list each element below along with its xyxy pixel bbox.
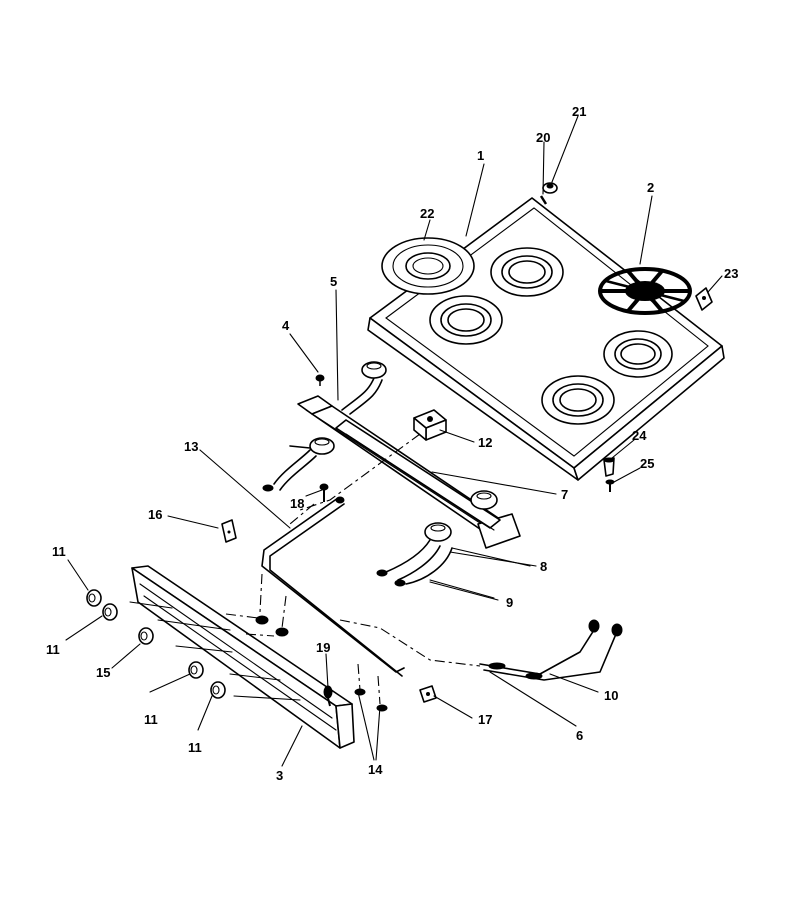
callout-15: 15 [96,665,110,680]
control-knob [188,661,204,679]
screw-part-20 [539,195,548,205]
callout-19: 19 [316,640,330,655]
callout-12: 12 [478,435,492,450]
callout-2: 2 [647,180,654,195]
assembly-guide-line [289,503,315,525]
manifold-pipe [261,496,405,677]
clip-part-17 [419,685,437,703]
burner-head-front-left [262,437,335,492]
callout-8: 8 [540,559,547,574]
callout-5: 5 [330,274,337,289]
callout-4: 4 [282,318,290,333]
igniter-module [413,409,447,441]
callout-7: 7 [561,487,568,502]
switch-part-19 [323,685,333,707]
callout-18: 18 [290,496,304,511]
screw-part-25 [605,479,615,492]
control-knob [86,589,102,607]
burner-head-front-right [424,522,452,542]
burner-head-rear-left [341,361,387,415]
bracket-part-23 [695,287,713,311]
cap-part-21 [542,182,558,194]
callout-11-d: 11 [188,740,202,755]
callout-1: 1 [477,148,484,163]
callout-3: 3 [276,768,283,783]
burner-head-rear-right [470,490,498,510]
burner-opening-front-right [541,375,615,425]
trim-ring [381,237,475,295]
callout-labels: 1 2 3 4 5 6 7 8 9 10 11 11 11 11 12 13 1… [46,104,738,783]
callout-11-b: 11 [46,642,60,657]
screw-part-4 [315,374,325,386]
callout-20: 20 [536,130,550,145]
callout-21: 21 [572,104,586,119]
leader-lines [65,115,723,767]
callout-22: 22 [420,206,434,221]
bracket-part-16 [221,519,237,543]
igniter-part-18 [319,483,329,502]
callout-11-a: 11 [52,544,66,559]
orifice-tubes [376,539,531,599]
callout-23: 23 [724,266,738,281]
callout-9: 9 [506,595,513,610]
control-panel [129,565,355,749]
callout-16: 16 [148,507,162,522]
callout-11-c: 11 [144,712,158,727]
callout-17: 17 [478,712,492,727]
callout-13: 13 [184,439,198,454]
burner-opening-rear-left [490,247,564,297]
callout-14: 14 [368,762,383,777]
control-knob [210,681,226,699]
callout-10: 10 [604,688,618,703]
gas-supply-line [339,619,623,681]
control-knob [102,603,118,621]
callout-24: 24 [632,428,647,443]
callout-6: 6 [576,728,583,743]
burner-grate [598,267,692,315]
burner-opening-rear-right [603,330,673,378]
control-knob [138,627,154,645]
leg-part-24 [603,457,615,477]
burner-bar [335,419,501,531]
burner-opening-front-left [429,295,503,345]
callout-25: 25 [640,456,654,471]
